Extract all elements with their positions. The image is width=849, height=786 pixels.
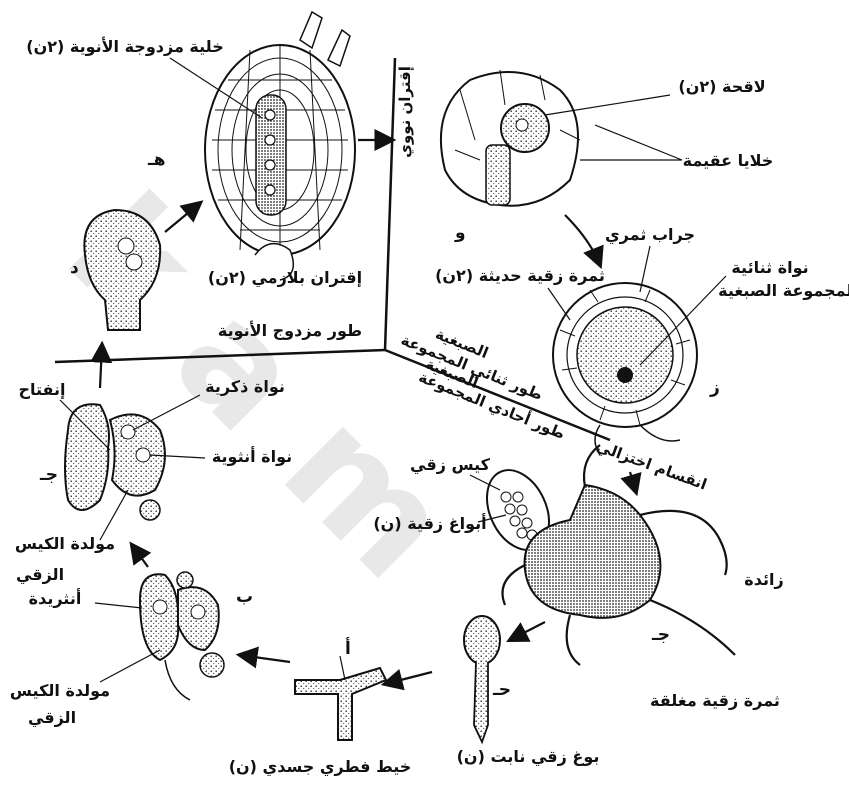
label-ascogonium-2: الزقي bbox=[16, 565, 64, 585]
label-male-nucleus: نواة ذكرية bbox=[205, 377, 285, 396]
karyogamy-cell-cluster bbox=[441, 70, 580, 206]
stage-letter-j: جـ bbox=[651, 625, 670, 645]
label-antheridium: أنثريدة bbox=[29, 588, 82, 608]
stage-letter-f: و bbox=[454, 223, 466, 243]
label-diploid-nucleus-1: نواة ثنائية bbox=[731, 258, 808, 277]
stage-letter-h: حـ bbox=[492, 680, 511, 700]
label-ascogonium-b1: مولدة الكيس bbox=[10, 681, 110, 700]
label-opening: إنفتاح bbox=[18, 380, 65, 399]
stage-letter-c: جـ bbox=[39, 465, 58, 485]
label-young-ascocarp: ثمرة زقية حديثة (٢ن) bbox=[435, 266, 605, 285]
stage-letter-g: ز bbox=[709, 378, 720, 398]
stage-letter-e: هـ bbox=[147, 150, 166, 170]
somatic-hypha bbox=[295, 656, 386, 740]
label-karyogamy: إقتران نووي bbox=[396, 66, 415, 158]
stage-letter-a: أ bbox=[345, 637, 351, 659]
label-dikaryotic-phase: طور مزدوج الأنوية bbox=[218, 321, 362, 340]
label-ascospores: أبواغ زقية (ن) bbox=[373, 513, 486, 533]
label-meiosis: انقسام اختزالي bbox=[594, 437, 709, 494]
stage-letter-b: ب bbox=[236, 587, 253, 607]
label-sterile-cells: خلايا عقيمة bbox=[683, 151, 774, 170]
label-dikaryotic-cell: خلية مزدوجة الأنوية (٢ن) bbox=[26, 37, 223, 56]
label-germinating-spore: بوغ زقي نابت (ن) bbox=[457, 747, 600, 767]
label-mycelium: خيط فطري جسدي (ن) bbox=[229, 757, 412, 777]
label-cleistothecium: ثمرة زقية مغلقة bbox=[650, 691, 780, 710]
label-ascogonium-1: مولدة الكيس bbox=[15, 534, 115, 553]
label-female-nucleus: نواة أنثوية bbox=[212, 446, 292, 466]
diagram-labels: خلية مزدوجة الأنوية (٢ن) إقتران بلازمي (… bbox=[10, 37, 849, 777]
label-plasmogamy: إقتران بلازمي (٢ن) bbox=[208, 268, 362, 288]
germinating-ascospore bbox=[464, 616, 500, 742]
label-diploid-nucleus-2: المجموعة الصبغية bbox=[718, 281, 849, 300]
stage-letter-d: د bbox=[70, 258, 79, 278]
young-gametangia bbox=[140, 572, 224, 700]
label-zygote: لاقحة (٢ن) bbox=[678, 77, 765, 96]
label-ascogonium-b2: الزقي bbox=[28, 708, 76, 728]
label-appendage: زائدة bbox=[744, 570, 783, 589]
label-ascus: كيس زقي bbox=[410, 455, 491, 475]
young-ascocarp bbox=[553, 283, 697, 455]
label-ascocarp-wall: جراب ثمري bbox=[605, 225, 695, 245]
